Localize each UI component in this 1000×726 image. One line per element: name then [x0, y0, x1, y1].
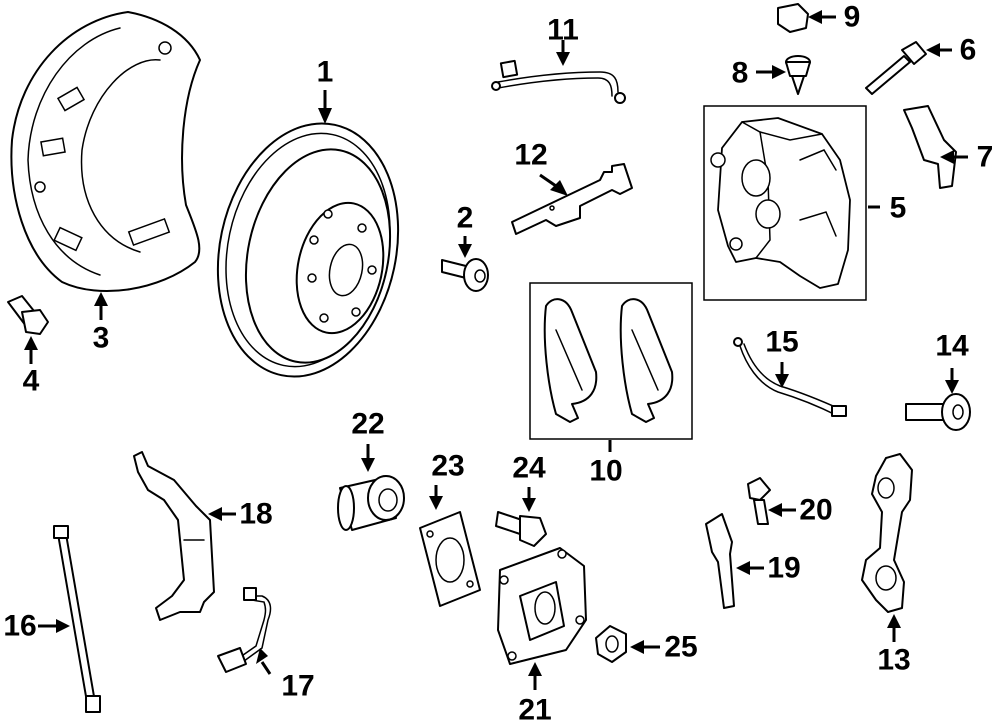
part-hub-gasket: [419, 511, 481, 607]
callout-leaders: [24, 10, 968, 690]
callout-25: 25: [664, 631, 697, 664]
part-brake-hose-bracket: [133, 451, 215, 621]
callout-12: 12: [514, 139, 547, 172]
part-bolt-6: [865, 41, 927, 95]
callout-16: 16: [3, 610, 36, 643]
callout-21: 21: [518, 694, 551, 726]
pads-box: [529, 282, 693, 440]
part-brake-caliper: [710, 117, 851, 289]
part-bleeder-screw: [785, 55, 811, 95]
part-bolt-2: [441, 258, 489, 292]
part-brake-rotor: [216, 122, 400, 378]
callout-17: 17: [281, 670, 314, 703]
part-hub-nut: [595, 625, 627, 663]
callout-7: 7: [977, 141, 994, 174]
callout-22: 22: [351, 408, 384, 441]
callout-8: 8: [732, 57, 749, 90]
callout-11: 11: [547, 14, 579, 47]
callout-labels: 1 2 3 4 5 6 7 8 9 10 11 12 13 14 15 16 1…: [3, 1, 993, 726]
part-anti-rattle-spring: [511, 163, 633, 235]
part-sensor-wire: [733, 337, 847, 417]
part-pad-clip: [903, 105, 957, 189]
callout-3: 3: [93, 322, 110, 355]
part-dust-shield: [10, 11, 201, 292]
callout-6: 6: [960, 34, 977, 67]
callout-13: 13: [877, 644, 910, 677]
callout-24: 24: [512, 452, 546, 485]
callout-5: 5: [890, 192, 907, 225]
part-abs-sensor: [217, 587, 272, 673]
callout-19: 19: [767, 552, 800, 585]
part-caliper-bracket: [861, 453, 913, 613]
callout-18: 18: [239, 498, 272, 531]
part-wheel-hub: [497, 547, 587, 665]
part-wheel-bearing: [337, 475, 405, 531]
part-brake-pads: [543, 298, 674, 423]
part-brake-hose: [53, 525, 101, 713]
callout-15: 15: [765, 326, 798, 359]
callout-2: 2: [457, 202, 474, 235]
callout-4: 4: [23, 365, 40, 398]
part-bolt-4: [7, 295, 49, 335]
callout-9: 9: [844, 1, 861, 34]
caliper-box: [703, 105, 867, 301]
callout-1: 1: [317, 56, 334, 89]
callout-10: 10: [589, 455, 622, 488]
part-speed-sensor: [705, 513, 735, 609]
callout-14: 14: [935, 330, 969, 363]
callout-20: 20: [799, 494, 832, 527]
callout-23: 23: [431, 450, 464, 483]
part-bolt-24: [495, 511, 547, 547]
part-bleeder-cap: [777, 3, 809, 33]
part-bolt-14: [905, 393, 971, 431]
part-wear-sensor: [491, 59, 626, 104]
part-bolt-20: [747, 477, 771, 525]
